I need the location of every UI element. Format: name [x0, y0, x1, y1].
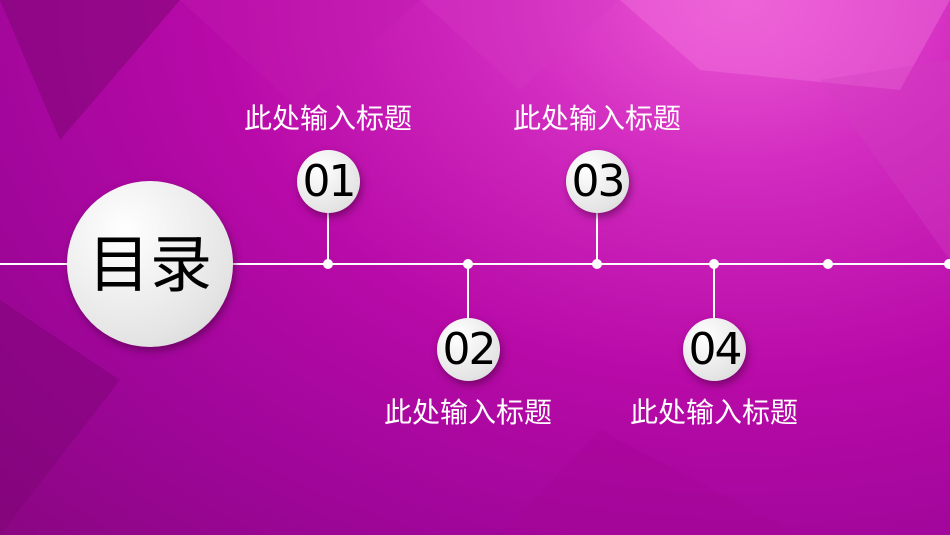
item-circle-2 [437, 318, 500, 381]
item-number-1: 01 [302, 156, 357, 207]
item-title-2[interactable]: 此处输入标题 [383, 396, 552, 429]
timeline-dot [823, 259, 833, 269]
timeline-dot [944, 259, 950, 269]
item-circle-1 [297, 150, 360, 213]
item-title-1[interactable]: 此处输入标题 [243, 102, 412, 135]
connector [327, 212, 329, 264]
main-circle [67, 181, 233, 347]
timeline-dot [592, 259, 602, 269]
item-number-2: 02 [442, 324, 497, 375]
connector [596, 212, 598, 264]
item-circle-4 [683, 318, 746, 381]
item-number-3: 03 [571, 156, 626, 207]
timeline-dot [323, 259, 333, 269]
connector [713, 264, 715, 320]
item-number-4: 04 [688, 324, 743, 375]
connector [467, 264, 469, 320]
item-title-4[interactable]: 此处输入标题 [629, 396, 798, 429]
item-circle-3 [566, 150, 629, 213]
item-title-3[interactable]: 此处输入标题 [512, 102, 681, 135]
main-title: 目录 [87, 228, 212, 301]
timeline [0, 263, 950, 265]
